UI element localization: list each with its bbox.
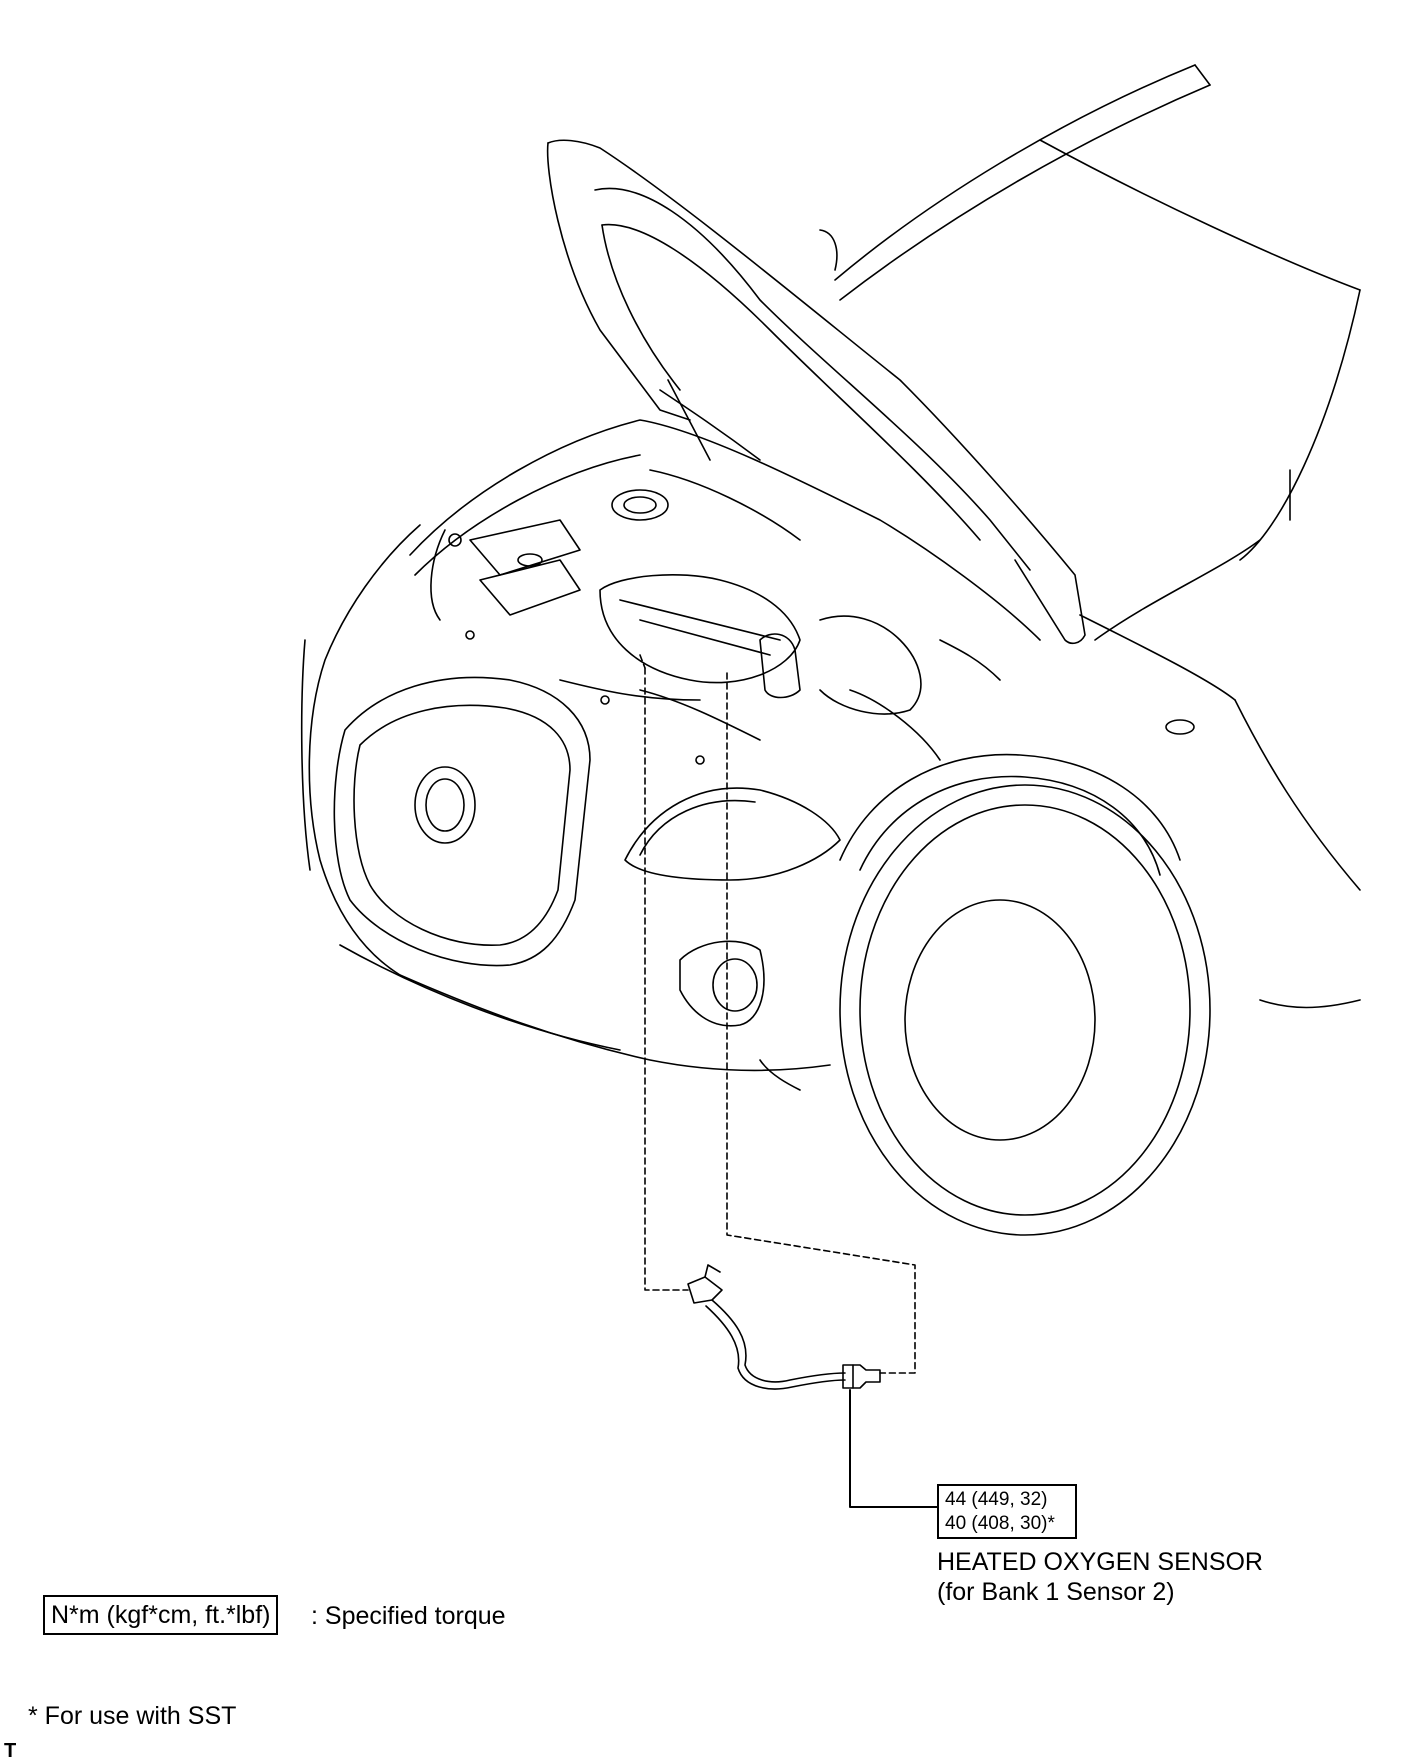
torque-spec-box: 44 (449, 32) 40 (408, 30)* [937, 1484, 1077, 1539]
engine-bay [409, 419, 1041, 765]
engine-cover [599, 574, 801, 684]
headlamp [624, 787, 841, 881]
part-name: HEATED OXYGEN SENSOR [937, 1548, 1263, 1576]
open-hood [546, 139, 1086, 645]
footnote: * For use with SST [28, 1702, 237, 1730]
legend-description: : Specified torque [311, 1602, 506, 1630]
torque-standard: 44 (449, 32) [945, 1489, 1048, 1510]
heated-oxygen-sensor-icon [687, 1264, 881, 1390]
front-bumper [300, 524, 841, 1091]
grille-outline [333, 676, 591, 967]
windshield-outline [834, 64, 1361, 301]
location-leader-lines [639, 654, 916, 1374]
torque-leader-line [849, 1389, 938, 1508]
fender-marker-icon [1165, 719, 1195, 735]
front-wheel [839, 753, 1211, 1236]
torque-with-sst: 40 (408, 30)* [945, 1513, 1055, 1534]
part-label: HEATED OXYGEN SENSOR (for Bank 1 Sensor … [937, 1547, 1263, 1607]
oil-filler-cap-icon [611, 489, 669, 521]
emblem-icon [414, 766, 476, 844]
corner-mark: T [4, 1740, 17, 1762]
legend-unit-box: N*m (kgf*cm, ft.*lbf) [43, 1595, 279, 1635]
body-side-outline [1079, 289, 1361, 1009]
fog-lamp [679, 940, 765, 1027]
part-qualifier: (for Bank 1 Sensor 2) [937, 1578, 1175, 1606]
